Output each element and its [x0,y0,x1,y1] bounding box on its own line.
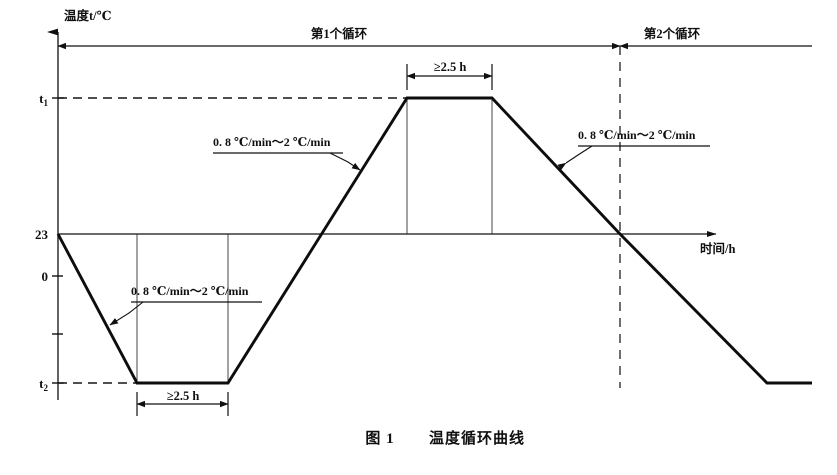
y-axis-label: 温度t/℃ [64,8,112,23]
figure-caption-title: 温度循环曲线 [429,429,525,447]
rate-cooling-1-leader [109,301,144,326]
y-tick-label-0: 0 [42,269,49,284]
x-axis-label: 时间/h [700,241,735,256]
cycle-2-label: 第2个循环 [644,26,701,41]
rate-cooling-1-label: 0. 8 ℃/min～2 ℃/min [131,284,249,298]
rate-heating-1-leader [329,152,361,171]
y-tick-label-t1: t1 [39,91,48,108]
rate-heating-1-label: 0. 8 ℃/min～2 ℃/min [213,135,331,149]
figure-caption-number: 图 1 [365,430,394,447]
temperature-curve [56,96,812,385]
dwell-cold-label: ≥2.5 h [167,389,200,403]
dwell-hot-label: ≥2.5 h [434,60,467,74]
cycle-1-label: 第1个循环 [311,26,368,41]
y-tick-label-t2: t2 [39,376,48,393]
y-tick-label-23: 23 [35,227,49,242]
rate-cooling-2-leader [557,145,593,171]
rate-cooling-2-label: 0. 8 ℃/min～2 ℃/min [578,128,696,142]
